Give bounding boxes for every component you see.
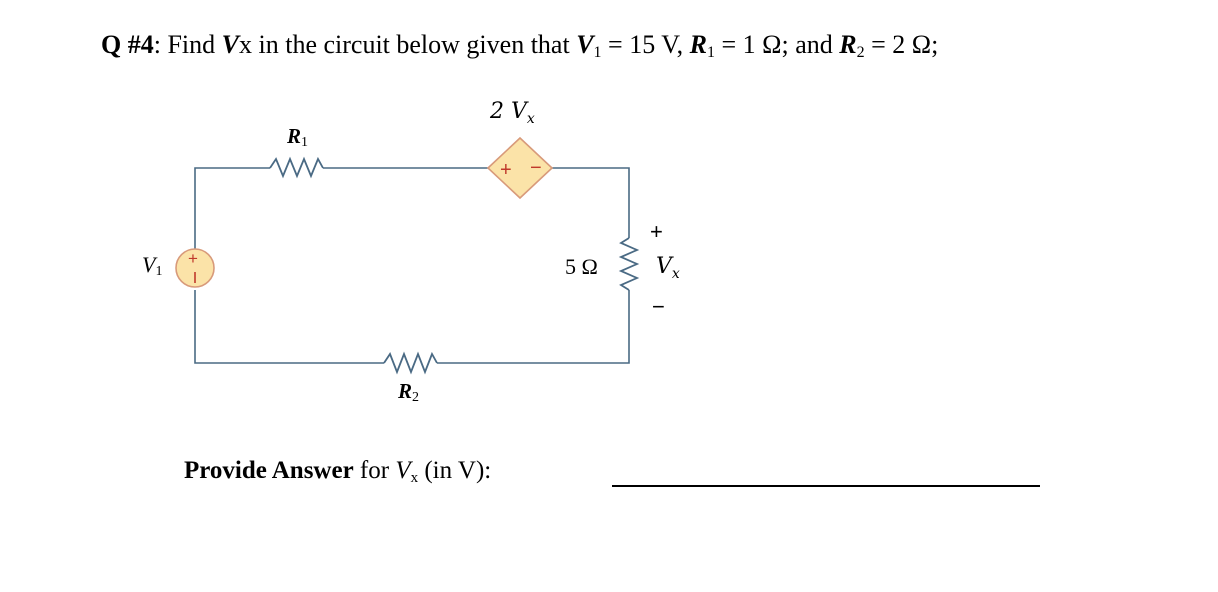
dep-source-subscript: x (526, 111, 535, 127)
question-r2-value: = 2 Ω; (864, 30, 939, 59)
question-number: #4 (127, 30, 154, 59)
vx-symbol: V (656, 254, 672, 279)
answer-bold: Provide Answer (184, 457, 354, 484)
r2-label: R2 (398, 379, 419, 406)
answer-pre: for (353, 457, 396, 484)
question-r1-value: = 1 Ω; and (715, 30, 840, 59)
vx-minus-sign: − (652, 294, 665, 319)
question-r2-symbol: R (839, 30, 857, 59)
question-pre: : Find (153, 30, 222, 59)
dep-source-plus-sign: + (500, 159, 512, 181)
v1-symbol: V (142, 252, 156, 277)
answer-symbol: V (395, 457, 411, 484)
resistor-r2 (383, 351, 438, 375)
wire-bottom-left (194, 290, 384, 364)
wire-top-left (194, 167, 270, 262)
vx-plus-sign: + (650, 219, 663, 244)
answer-field[interactable] (612, 485, 1040, 487)
answer-prompt: Provide Answer for Vx (in V): (184, 457, 491, 487)
r2-symbol: R (398, 379, 413, 403)
r1-subscript: 1 (301, 135, 309, 150)
question-vx-symbol: V (221, 30, 239, 59)
question-text: Q #4: Find Vx in the circuit below given… (101, 30, 938, 62)
voltage-source-v1 (175, 248, 215, 288)
dep-source-symbol: V (511, 99, 527, 124)
answer-subscript: x (410, 470, 419, 486)
wire-top-right (552, 167, 630, 238)
resistor-5-ohm (618, 237, 640, 291)
question-r2-sub: 2 (856, 44, 865, 61)
answer-post: (in V): (418, 457, 492, 484)
question-v1-value: = 15 V, (601, 30, 690, 59)
question-r1-symbol: R (689, 30, 707, 59)
vx-subscript: x (671, 266, 680, 282)
question-mid: in the circuit below given that (252, 30, 577, 59)
v1-label: V1 (142, 252, 162, 280)
question-vx-sub: x (239, 30, 252, 59)
dep-source-label: 2 Vx (490, 99, 535, 127)
resistor-5-ohm-label: 5 Ω (565, 254, 598, 279)
question-v1-sub: 1 (593, 44, 602, 61)
question-r1-sub: 1 (707, 44, 715, 61)
r1-symbol: R (287, 124, 302, 148)
dep-source-minus-sign: − (530, 157, 542, 179)
r1-label: R1 (287, 124, 308, 151)
dependent-source (486, 136, 554, 200)
r2-subscript: 2 (412, 390, 420, 405)
question-v1-symbol: V (576, 30, 594, 59)
vx-label: Vx (656, 254, 680, 282)
v1-plus-sign: + (188, 249, 198, 268)
dep-source-coefficient: 2 (490, 99, 511, 124)
question-q: Q (101, 30, 122, 59)
v1-subscript: 1 (155, 264, 163, 279)
wire-right-bottom (437, 290, 630, 364)
resistor-r1 (269, 156, 324, 179)
